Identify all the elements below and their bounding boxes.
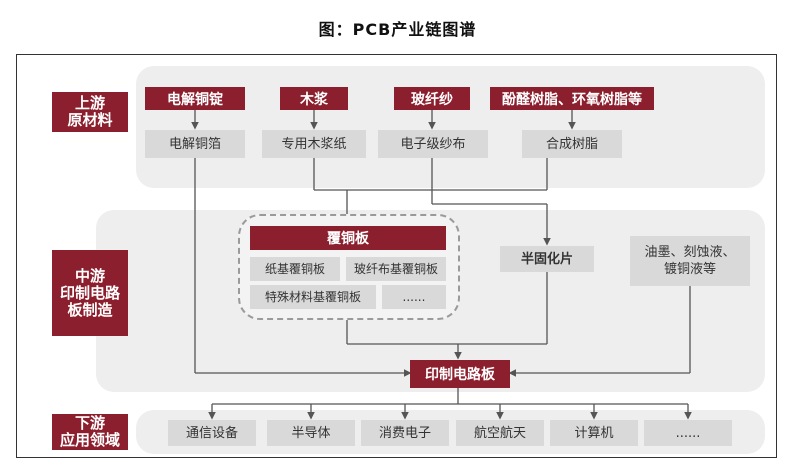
app-more: ...... bbox=[644, 420, 732, 446]
intermediate-wood-pulp-paper: 专用木浆纸 bbox=[262, 130, 366, 158]
app-aerospace: 航空航天 bbox=[456, 420, 544, 446]
app-semiconductor: 半导体 bbox=[267, 420, 355, 446]
ccl-item-paper: 纸基覆铜板 bbox=[250, 257, 340, 281]
app-communication: 通信设备 bbox=[168, 420, 256, 446]
raw-copper-ingot: 电解铜锭 bbox=[145, 87, 245, 110]
intermediate-glass-cloth: 电子级纱布 bbox=[378, 130, 488, 158]
ccl-item-special: 特殊材料基覆铜板 bbox=[250, 285, 376, 309]
stage-label-upstream: 上游 原材料 bbox=[52, 92, 128, 132]
intermediate-synthetic-resin: 合成树脂 bbox=[522, 130, 622, 158]
chemicals-box: 油墨、刻蚀液、 镀铜液等 bbox=[630, 236, 750, 286]
upstream-panel bbox=[136, 66, 765, 188]
prepreg-box: 半固化片 bbox=[500, 246, 594, 272]
app-computer: 计算机 bbox=[550, 420, 638, 446]
stage-label-downstream: 下游 应用领域 bbox=[52, 414, 128, 450]
page-title: 图：PCB产业链图谱 bbox=[318, 20, 477, 39]
stage-label-midstream: 中游 印制电路 板制造 bbox=[52, 250, 128, 336]
ccl-item-glass-cloth: 玻纤布基覆铜板 bbox=[346, 257, 446, 281]
pcb-box: 印制电路板 bbox=[410, 360, 510, 388]
intermediate-copper-foil: 电解铜箔 bbox=[145, 130, 245, 158]
raw-glass-yarn: 玻纤纱 bbox=[394, 87, 470, 110]
raw-resins: 酚醛树脂、环氧树脂等 bbox=[490, 87, 654, 110]
app-consumer-electronics: 消费电子 bbox=[361, 420, 449, 446]
raw-wood-pulp: 木浆 bbox=[280, 87, 348, 110]
ccl-item-more: ...... bbox=[382, 285, 446, 309]
diagram-frame bbox=[16, 54, 777, 458]
ccl-title: 覆铜板 bbox=[250, 226, 446, 250]
